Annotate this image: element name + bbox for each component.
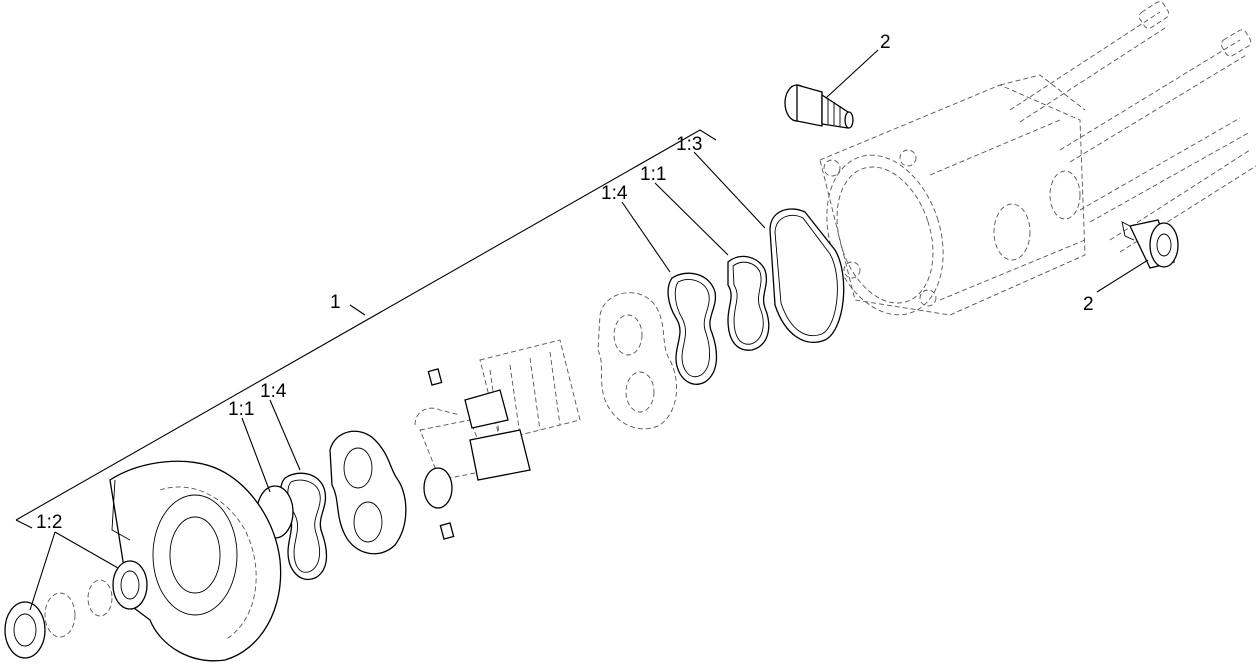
leader-backup-ring-rear <box>654 182 729 256</box>
rear-bearing-block <box>597 292 677 430</box>
gear-shafts <box>414 339 581 540</box>
leader-valve-right <box>1096 259 1149 293</box>
leader-backup-ring-front <box>241 417 271 493</box>
leader-seal-ring-front <box>269 399 301 471</box>
callout-assembly: 1 <box>330 292 341 313</box>
relief-valve-top <box>784 84 854 129</box>
shaft-seal-kit <box>4 560 148 659</box>
leader-seal-kit <box>29 531 119 611</box>
callout-valve-right: 2 <box>1083 294 1094 315</box>
callout-seal-kit: 1:2 <box>36 512 62 533</box>
callout-seal-ring-front: 1:4 <box>260 381 287 402</box>
callout-seal-ring-rear: 1:4 <box>601 183 628 204</box>
callout-backup-ring-rear: 1:1 <box>640 164 666 185</box>
assembly-bracket <box>15 129 717 529</box>
leader-seal-ring-rear <box>621 201 671 273</box>
front-bearing-block <box>329 430 407 555</box>
leader-assembly <box>349 304 366 316</box>
backup-ring-rear <box>727 255 770 351</box>
o-ring <box>769 208 845 343</box>
callout-o-ring: 1:3 <box>676 134 702 155</box>
leader-valve-top <box>825 49 879 99</box>
callout-valve-top: 2 <box>880 32 891 53</box>
relief-valve-right <box>1121 219 1179 269</box>
seal-ring-rear <box>667 272 718 385</box>
leader-o-ring <box>693 151 766 229</box>
callout-backup-ring-front: 1:1 <box>228 399 254 420</box>
through-bolts <box>1009 1 1257 253</box>
front-flange-cover <box>109 460 282 662</box>
